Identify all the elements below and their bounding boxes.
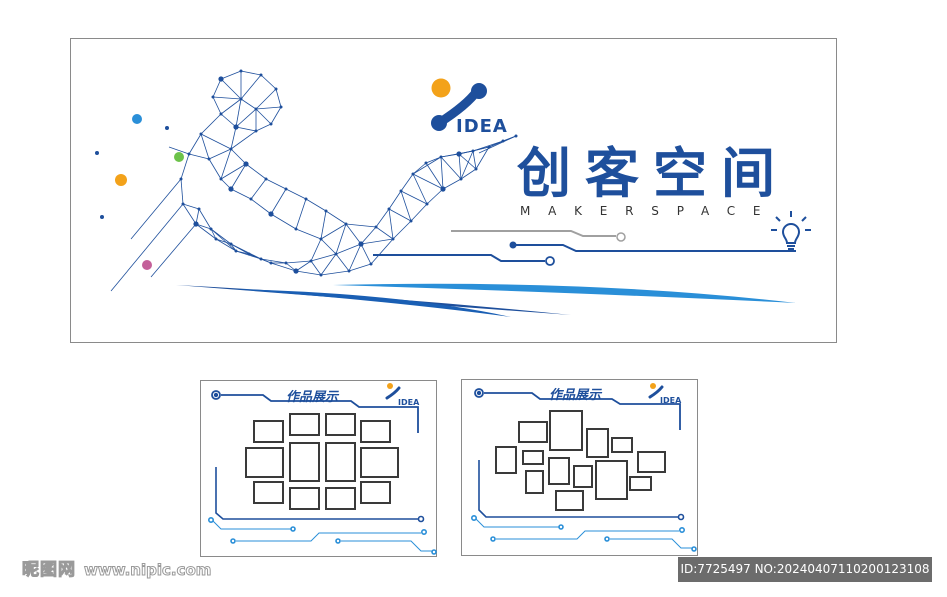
decor-dot-small	[95, 151, 99, 155]
photo-frame	[586, 428, 609, 458]
board-1-artwork: 作品展示 IDEA	[208, 383, 437, 555]
decor-dot-orange	[115, 174, 127, 186]
photo-frame	[253, 420, 284, 443]
watermark-site: 昵图网 www.nipic.com	[22, 558, 212, 582]
photo-frame	[522, 450, 544, 465]
decor-dot-pink	[142, 260, 152, 270]
photo-frame	[629, 476, 652, 491]
photo-frame	[245, 447, 284, 478]
photo-frame	[325, 413, 356, 436]
photo-frame	[595, 460, 628, 500]
decor-dot-small	[165, 126, 169, 130]
board-1-title: 作品展示	[286, 389, 340, 405]
decor-dot-blue	[132, 114, 142, 124]
photo-frame	[289, 413, 320, 436]
board-2-title: 作品展示	[549, 387, 603, 403]
photo-frame	[573, 465, 593, 488]
brand-wordmark: IDEA	[456, 116, 508, 137]
showcase-board-scattered: 作品展示 IDEA	[461, 379, 698, 556]
photo-frame	[548, 457, 570, 485]
board-2-circuit	[471, 460, 697, 552]
watermark-site-name: 昵图网	[22, 560, 76, 581]
idea-logo-icon	[648, 383, 664, 399]
lightbulb-icon	[771, 211, 811, 250]
photo-frame	[360, 420, 391, 443]
photo-frame	[325, 442, 356, 482]
board-1-header-line	[211, 390, 419, 433]
photo-frame	[289, 442, 320, 482]
swoosh-mid	[231, 289, 511, 317]
watermark-id: ID:7725497 NO:20240407110200123108	[678, 557, 932, 582]
photo-frame	[518, 421, 548, 443]
banner-artwork: IDEA 创客空间 MAKERSPACE	[95, 69, 811, 317]
photo-frame	[325, 487, 356, 510]
board-2-brand: IDEA	[660, 396, 682, 405]
photo-frame	[360, 481, 391, 504]
subtitle-makerspace: MAKERSPACE	[520, 204, 770, 218]
page-title: 创客空间	[517, 142, 779, 205]
photo-frame	[637, 451, 666, 473]
watermark-site-url: www.nipic.com	[83, 561, 212, 580]
board-2-artwork: 作品展示 IDEA	[471, 383, 697, 552]
idea-logo-icon	[431, 78, 487, 131]
board-1-circuit	[208, 467, 437, 555]
photo-frame	[525, 470, 544, 494]
network-figure-illustration	[110, 69, 518, 292]
photo-frame	[253, 481, 284, 504]
board-2-header-line	[474, 388, 681, 430]
photo-frame	[549, 410, 583, 451]
photo-frame	[611, 437, 633, 453]
idea-logo-icon	[385, 383, 401, 400]
photo-frame	[289, 487, 320, 510]
decor-dot-small	[100, 215, 104, 219]
swoosh-light	[333, 283, 796, 303]
photo-frames	[245, 413, 399, 510]
showcase-board-grid: 作品展示 IDEA	[200, 380, 437, 557]
decor-dot-green	[174, 152, 184, 162]
photo-frames	[495, 410, 666, 511]
photo-frame	[495, 446, 517, 474]
makerspace-banner: IDEA 创客空间 MAKERSPACE	[70, 38, 837, 343]
photo-frame	[555, 490, 584, 511]
circuit-lines	[373, 230, 796, 266]
photo-frame	[360, 447, 399, 478]
board-1-brand: IDEA	[398, 398, 420, 407]
